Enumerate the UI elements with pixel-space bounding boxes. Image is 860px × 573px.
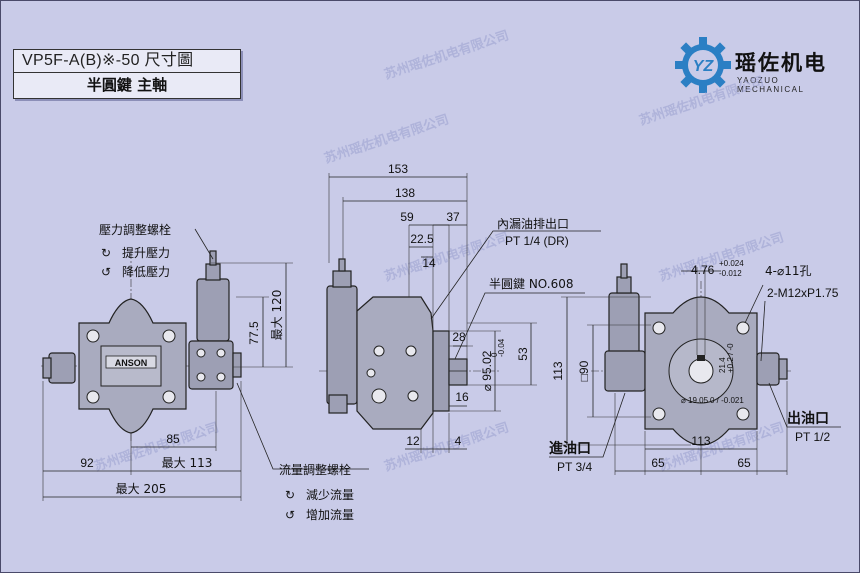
- logo-name-cn: 瑶佐机电: [735, 51, 827, 75]
- outlet-spec: PT 1/2: [795, 430, 830, 444]
- dim-shaft-diameter: ⌀ 95.02: [480, 350, 494, 391]
- dim-138: 138: [395, 186, 415, 200]
- side-view-dimensions: 153 138 59 37 22.5 14 28 53 ⌀ 95.02 0 -0…: [328, 162, 537, 453]
- threads-label: 2-M12xP1.75: [767, 286, 839, 300]
- outlet-label: 出油口: [787, 410, 829, 427]
- lower-pressure-arrow-icon: ↺: [101, 265, 111, 279]
- company-logo: YZ 瑶佐机电 YAOZUO MECHANICAL: [673, 35, 848, 95]
- pressure-callout: 壓力調整螺栓 ↻ 提升壓力 ↺ 降低壓力: [99, 222, 214, 279]
- inlet-label: 進油口: [549, 440, 591, 457]
- brand-label: ANSON: [115, 358, 148, 368]
- front-view-dimensions: 77.5 最大 120 85 92 最大 113 最大 205: [42, 262, 293, 501]
- dim-113-width: 113: [691, 434, 710, 448]
- dim-max-120: 最大 120: [270, 290, 284, 341]
- increase-flow-label: 增加流量: [306, 508, 354, 522]
- dim-max-113: 最大 113: [162, 456, 213, 470]
- inlet-spec: PT 3/4: [557, 460, 592, 474]
- dim-12: 12: [406, 434, 420, 448]
- svg-text:苏州瑶佐机电有限公司: 苏州瑶佐机电有限公司: [382, 27, 511, 82]
- rear-view-dimensions: 113 □90 113 65 65 4.76 +0.024 -0.012 21.…: [551, 259, 788, 475]
- dim-16: 16: [455, 390, 469, 404]
- svg-text:YZ: YZ: [693, 58, 715, 75]
- flow-callout: 流量調整螺栓 ↻ 減少流量 ↺ 增加流量: [236, 382, 369, 522]
- dim-113-height: 113: [551, 361, 565, 380]
- title-box: VP5F-A(B)※-50 尺寸圖 半圓鍵 主軸: [13, 49, 241, 99]
- dim-square-90: □90: [577, 360, 591, 381]
- svg-text:苏州瑶佐机电有限公司: 苏州瑶佐机电有限公司: [322, 111, 451, 166]
- dim-shaft-tol-dn: -0.04: [497, 338, 506, 357]
- reduce-flow-label: 減少流量: [306, 487, 354, 502]
- dim-92: 92: [80, 456, 94, 470]
- raise-pressure-arrow-icon: ↻: [101, 246, 111, 260]
- holes-label: 4-⌀11孔: [765, 264, 811, 278]
- dim-37: 37: [446, 210, 460, 224]
- dim-max-205: 最大 205: [116, 482, 167, 496]
- dim-77-5: 77.5: [247, 321, 261, 345]
- dim-21-4: 21.4: [718, 357, 727, 373]
- dim-19-05-tol: 0 / -0.021: [710, 396, 744, 405]
- inlet-callout: 進油口 PT 3/4: [549, 392, 626, 474]
- drain-port-spec: PT 1/4 (DR): [505, 234, 569, 248]
- dim-shaft-tol-up: 0: [490, 352, 499, 357]
- raise-pressure-label: 提升壓力: [122, 245, 170, 260]
- pressure-screw-label: 壓力調整螺栓: [99, 222, 171, 237]
- drain-callout: 內漏油排出口 PT 1/4 (DR): [430, 217, 601, 320]
- dim-85: 85: [166, 432, 180, 446]
- dim-65-left: 65: [651, 456, 665, 470]
- dim-21-4-tol: +0.2 / -0: [726, 343, 735, 373]
- lower-pressure-label: 降低壓力: [122, 265, 170, 279]
- dim-4-76: 4.76: [691, 263, 715, 277]
- front-view: ANSON: [41, 250, 242, 441]
- gear-logo-icon: YZ: [675, 37, 731, 93]
- dim-153: 153: [388, 162, 408, 176]
- side-view: [319, 258, 501, 430]
- svg-text:苏州瑶佐机电有限公司: 苏州瑶佐机电有限公司: [637, 73, 766, 128]
- increase-flow-arrow-icon: ↺: [285, 508, 295, 522]
- logo-name-en: YAOZUO MECHANICAL: [737, 76, 805, 94]
- dim-4-76-tol-dn: -0.012: [719, 269, 742, 278]
- outlet-callout: 出油口 PT 1/2: [768, 382, 841, 444]
- key-callout: 半圓鍵 NO.608: [454, 276, 585, 360]
- dim-65-right: 65: [737, 456, 751, 470]
- holes-callout: 4-⌀11孔 2-M12xP1.75: [744, 264, 839, 362]
- model-title: VP5F-A(B)※-50 尺寸圖: [14, 50, 240, 73]
- dim-22-5: 22.5: [410, 232, 434, 246]
- reduce-flow-arrow-icon: ↻: [285, 488, 295, 502]
- dim-59: 59: [400, 210, 414, 224]
- drain-port-label: 內漏油排出口: [497, 217, 569, 231]
- dim-14: 14: [422, 256, 436, 270]
- dim-53: 53: [516, 347, 530, 361]
- model-subtitle: 半圓鍵 主軸: [86, 76, 168, 94]
- rear-view: [591, 263, 791, 446]
- flow-screw-label: 流量調整螺栓: [279, 462, 351, 477]
- dim-19-05: ⌀ 19.05: [681, 396, 709, 405]
- dim-4-76-tol-up: +0.024: [719, 259, 744, 268]
- dim-28: 28: [452, 330, 466, 344]
- key-label: 半圓鍵 NO.608: [489, 276, 573, 291]
- dim-4: 4: [455, 434, 462, 448]
